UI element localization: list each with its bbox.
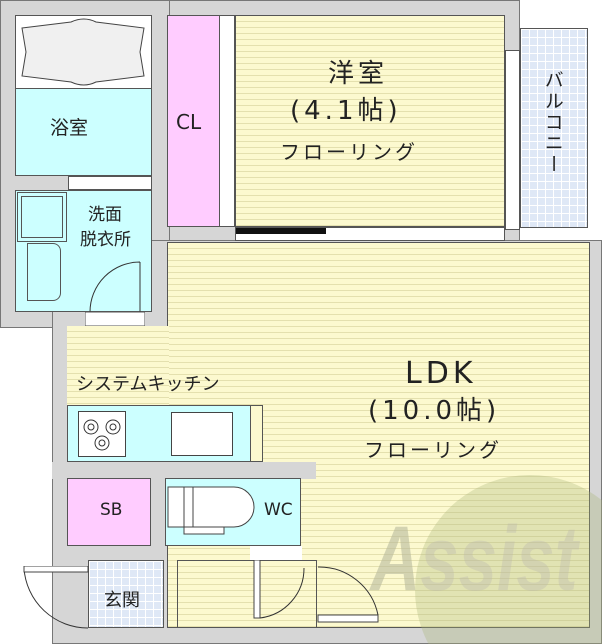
assist-watermark-logo: Assist — [369, 474, 602, 644]
entrance — [88, 560, 164, 628]
ldk-floor: フローリング — [364, 438, 502, 462]
toilet-door-frame — [250, 546, 302, 560]
shoebox-label: SB — [100, 500, 123, 520]
closet-label: CL — [176, 110, 202, 134]
ldk-size: (10.0帖) — [368, 396, 501, 426]
western-room-floor: フローリング — [280, 140, 418, 164]
hall-door[interactable] — [314, 565, 384, 627]
western-room-size: (4.1帖) — [290, 96, 402, 126]
balcony-label: バルコニー — [541, 70, 564, 175]
washroom-label-2: 脱衣所 — [80, 230, 131, 250]
kitchen-label: システムキッチン — [76, 374, 220, 395]
kitchen-counter-end — [250, 405, 263, 462]
closet-door[interactable] — [219, 15, 235, 227]
ldk-label: LDK — [405, 356, 477, 391]
western-room — [235, 15, 505, 227]
svg-text:Assist: Assist — [369, 507, 580, 610]
toilet-icon — [167, 486, 255, 535]
entrance-door[interactable] — [22, 566, 90, 630]
bathtub — [15, 15, 152, 89]
washbasin-icon — [27, 243, 61, 301]
balcony — [520, 28, 588, 228]
washroom-label-1: 洗面 — [88, 205, 122, 225]
western-room-label: 洋室 — [328, 59, 389, 89]
bathroom-door[interactable] — [68, 176, 152, 190]
hallway — [177, 560, 317, 628]
sink-icon — [171, 412, 233, 456]
toilet-door[interactable] — [248, 560, 308, 620]
balcony-window[interactable] — [505, 50, 520, 230]
bathroom-label: 浴室 — [50, 117, 89, 139]
washing-machine-icon — [17, 192, 67, 242]
wall-kitchen-bottom — [52, 462, 316, 479]
window — [235, 227, 505, 241]
stove-icon — [78, 411, 126, 457]
bathroom — [15, 88, 152, 176]
shoebox — [67, 478, 151, 546]
entrance-label: 玄関 — [104, 590, 140, 611]
washroom-door[interactable] — [85, 258, 145, 328]
bathtub-icon — [21, 18, 145, 86]
toilet-label: WC — [264, 500, 293, 520]
